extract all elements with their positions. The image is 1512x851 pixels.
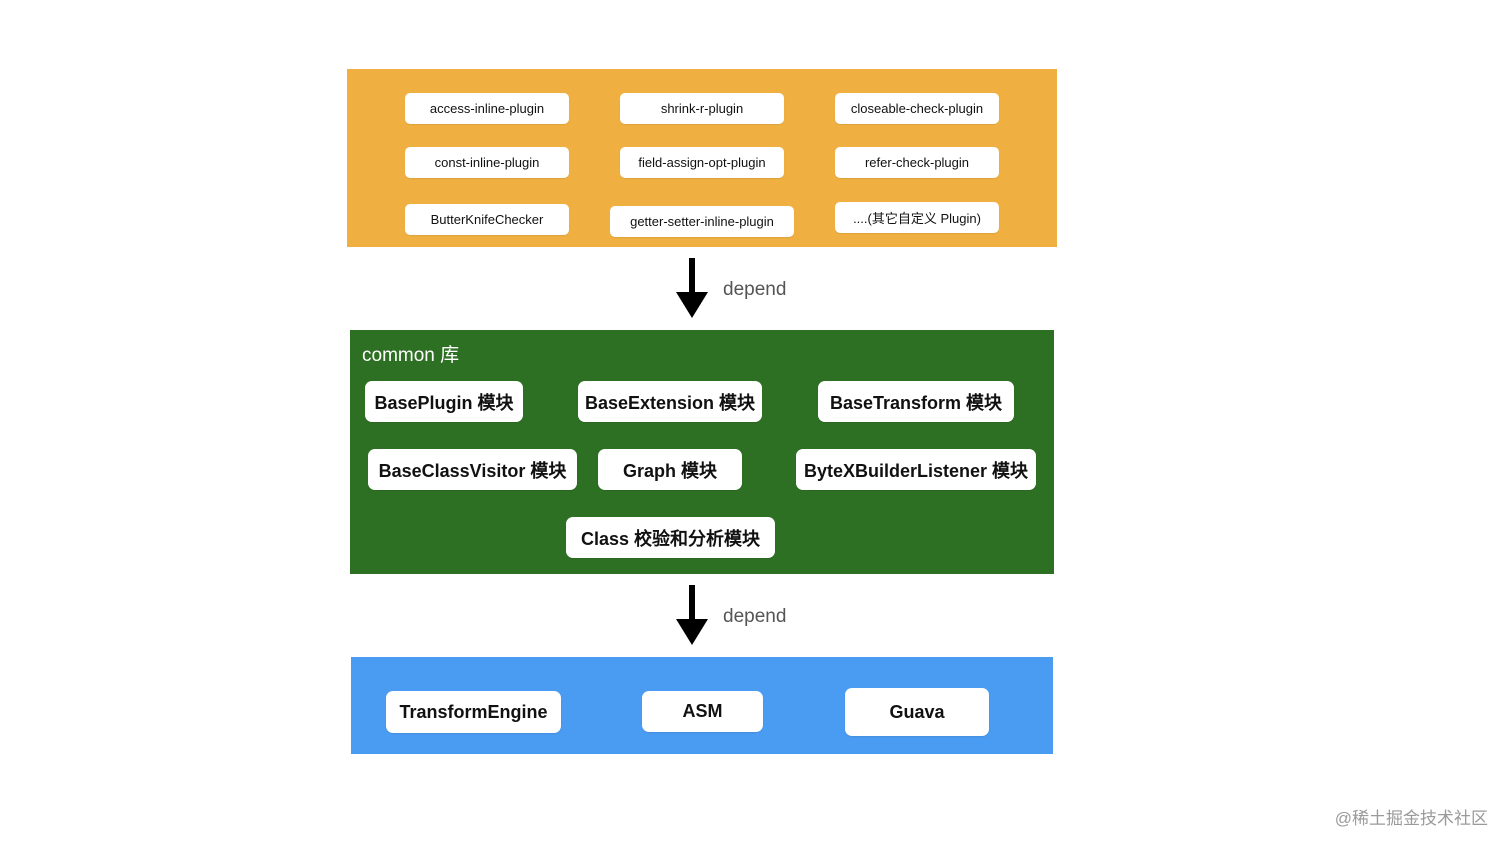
module-box: ByteXBuilderListener 模块 [796,449,1036,490]
common-layer-title: common 库 [362,345,460,366]
plugin-box: closeable-check-plugin [835,93,999,124]
module-box: BaseExtension 模块 [578,381,762,422]
module-box: Graph 模块 [598,449,742,490]
library-box: Guava [845,688,989,736]
plugin-box: field-assign-opt-plugin [620,147,784,178]
watermark: @稀土掘金技术社区 [1334,809,1488,828]
plugin-box: const-inline-plugin [405,147,569,178]
depend-label: depend [723,279,787,300]
plugin-box: access-inline-plugin [405,93,569,124]
plugin-box: getter-setter-inline-plugin [610,206,794,237]
depend-label: depend [723,606,787,627]
down-arrow-icon [676,258,708,318]
base-layer: TransformEngine ASM Guava [351,657,1053,754]
module-box: BasePlugin 模块 [365,381,523,422]
common-layer: common 库 BasePlugin 模块 BaseExtension 模块 … [350,330,1054,574]
library-box: ASM [642,691,763,732]
plugin-box: ....(其它自定义 Plugin) [835,202,999,233]
plugin-box: ButterKnifeChecker [405,204,569,235]
module-box: BaseClassVisitor 模块 [368,449,577,490]
plugin-box: refer-check-plugin [835,147,999,178]
down-arrow-icon [676,585,708,645]
module-box: BaseTransform 模块 [818,381,1014,422]
library-box: TransformEngine [386,691,561,733]
module-box: Class 校验和分析模块 [566,517,775,558]
plugin-box: shrink-r-plugin [620,93,784,124]
plugins-layer: access-inline-plugin shrink-r-plugin clo… [347,69,1057,247]
